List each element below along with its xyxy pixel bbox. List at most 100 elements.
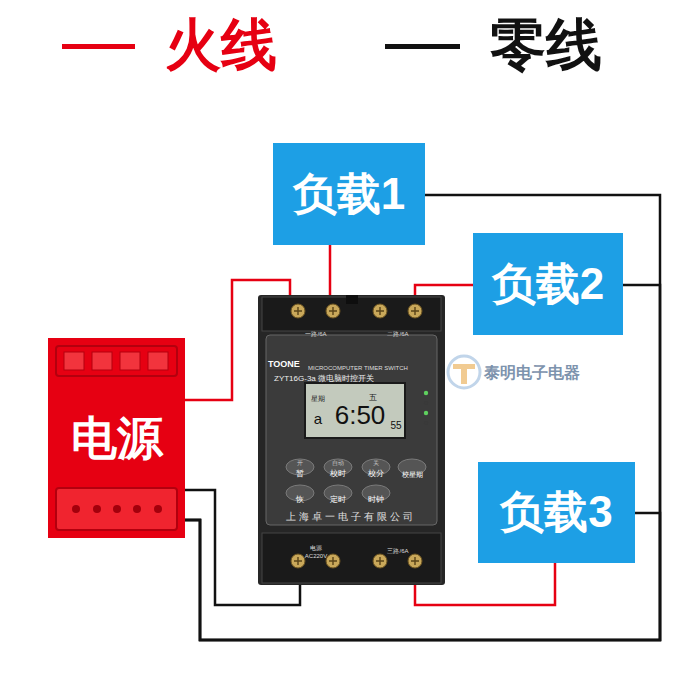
brand-logo: TOONE — [268, 360, 300, 370]
terminal-strip — [56, 346, 177, 376]
button-label: 校分 — [368, 470, 384, 479]
label-holder: 泰明电子电器 — [484, 364, 580, 382]
label-holder: 一路/6A — [305, 322, 326, 340]
legend-holder: 火线 — [165, 14, 277, 76]
indicator-led — [424, 411, 428, 415]
screw-slot — [329, 307, 337, 315]
terminal-block — [262, 533, 441, 583]
watermark-logo — [444, 352, 484, 392]
wire — [329, 245, 332, 295]
terminal-screw — [408, 554, 422, 568]
label-holder: 星期 — [311, 387, 325, 405]
legend-swatch — [385, 44, 460, 49]
terminal-hole — [93, 505, 101, 513]
mode-label: 开 — [297, 460, 303, 467]
housing — [258, 295, 445, 585]
terminal-strip — [56, 488, 177, 530]
terminal-hole — [113, 505, 121, 513]
terminal-screw — [291, 554, 305, 568]
screw-slot — [411, 557, 419, 565]
label-holder: 开 — [297, 451, 303, 469]
terminal-label: AC220V — [305, 553, 327, 560]
power-body — [48, 338, 185, 538]
lcd-seconds: 55 — [390, 420, 401, 431]
label-holder: 校分 — [368, 462, 384, 480]
screw-slot — [329, 557, 337, 565]
maker-name: 上海卓一电子有限公司 — [286, 511, 416, 522]
wire — [415, 285, 473, 295]
label-holder: 55 — [390, 415, 401, 433]
legend-text: 火线 — [165, 14, 277, 76]
terminal-slot — [120, 352, 140, 370]
load-label: 负载2 — [492, 260, 604, 308]
lcd-text: 星期 — [311, 395, 325, 403]
logo-letter — [453, 364, 475, 384]
legend-text: 零线 — [490, 14, 602, 76]
text-holder: 上海卓一电子有限公司 — [286, 506, 416, 524]
lcd-text: a — [314, 411, 322, 428]
load-label: 负载3 — [500, 488, 612, 536]
box-content: 电源 — [48, 338, 185, 538]
label-holder: 校时 — [330, 462, 346, 480]
button-label: 恢 — [296, 496, 304, 505]
terminal-label: 电源 — [310, 545, 322, 552]
legend-swatch — [62, 44, 135, 49]
indicator-led — [424, 391, 428, 395]
mode-label: 关 — [373, 460, 379, 467]
wire — [185, 195, 660, 640]
button-label: 校星期 — [402, 471, 423, 479]
terminal-label: 一路/6A — [305, 331, 326, 338]
terminal-screw — [373, 554, 387, 568]
terminal-label: 三路/6A — [387, 548, 408, 555]
power-box: 电源 — [48, 338, 185, 538]
label-holder: 电源 — [310, 536, 322, 554]
label-holder: 三路/6A — [387, 539, 408, 557]
label-holder: 时钟 — [368, 488, 384, 506]
mount-tab — [346, 295, 358, 304]
box-content: 负载3 — [478, 462, 635, 563]
terminal-label: 二路/6A — [387, 331, 408, 338]
label-holder: 关 — [373, 451, 379, 469]
box-content: 负载2 — [473, 233, 623, 335]
wire — [185, 285, 660, 640]
load-box: 负载1 — [273, 143, 425, 245]
label-holder: 校星期 — [402, 463, 423, 481]
terminal-screw — [326, 304, 340, 318]
label-holder: a — [314, 410, 322, 428]
watermark: 泰明电子电器 — [484, 364, 580, 382]
product-type: MICROCOMPUTER TIMER SWITCH — [308, 365, 408, 372]
terminal-hole — [133, 505, 141, 513]
terminal-screw — [291, 304, 305, 318]
terminal-hole — [72, 505, 80, 513]
text-holder: ZYT16G-3a 微电脑时控开关 — [274, 367, 374, 385]
button-label: 校时 — [330, 470, 346, 479]
logo-ring — [448, 356, 480, 388]
screw-slot — [294, 557, 302, 565]
lcd-time: 6:50 — [335, 401, 386, 430]
mode-label: 自动 — [332, 460, 344, 467]
label-holder: 定时 — [330, 488, 346, 506]
timer-switch: TOONE MICROCOMPUTER TIMER SWITCH ZYT16G-3a… — [258, 295, 445, 585]
button-label: 定时 — [330, 496, 346, 505]
legend-holder: 零线 — [490, 14, 602, 76]
screw-slot — [411, 307, 419, 315]
terminal-slot — [148, 352, 168, 370]
terminal-screw — [373, 304, 387, 318]
load-box: 负载2 — [473, 233, 623, 335]
terminal-screw — [408, 304, 422, 318]
load-box: 负载3 — [478, 462, 635, 563]
label-holder: 二路/6A — [387, 322, 408, 340]
label-holder: 暂 — [296, 462, 304, 480]
label-holder: AC220V — [305, 544, 327, 562]
model-name: ZYT16G-3a 微电脑时控开关 — [274, 375, 374, 384]
front-cover — [266, 335, 437, 525]
text-holder: MICROCOMPUTER TIMER SWITCH — [308, 356, 408, 374]
timer-illustration — [258, 295, 445, 585]
lcd-screen — [305, 383, 405, 438]
terminal-hole — [154, 505, 162, 513]
terminal-screw — [326, 554, 340, 568]
label-holder: 自动 — [332, 451, 344, 469]
screw-slot — [376, 307, 384, 315]
label-holder: 6:50 — [335, 401, 386, 430]
